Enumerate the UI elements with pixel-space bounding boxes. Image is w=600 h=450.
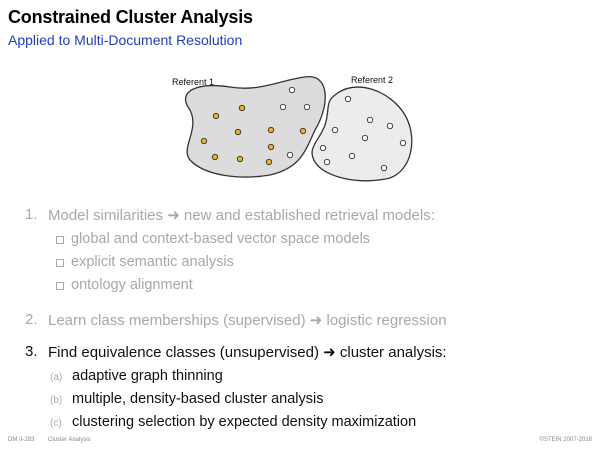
cluster-point-filled: [211, 153, 219, 161]
item-3-number: 3.: [25, 343, 38, 360]
cluster-point-empty: [286, 151, 294, 159]
cluster-point-empty: [319, 144, 327, 152]
cluster-point-empty: [399, 139, 407, 147]
referent-2-points: [319, 95, 407, 172]
cluster-point-empty: [386, 122, 394, 130]
item-3-marker-c: (c): [50, 418, 62, 429]
item-3-subitem-c: clustering selection by expected density…: [72, 414, 417, 430]
cluster-point-empty: [331, 126, 339, 134]
referent-1-label: Referent 1: [172, 77, 214, 87]
footer-copyright: ©STEIN 2007-2018: [539, 437, 592, 443]
cluster-diagram: Referent 1 Referent 2: [172, 75, 413, 182]
cluster-point-empty: [344, 95, 352, 103]
cluster-point-filled: [265, 158, 273, 166]
item-3-subitem-a: adaptive graph thinning: [72, 368, 223, 384]
slide-title: Constrained Cluster Analysis: [8, 7, 253, 27]
referent-1-points: [200, 86, 311, 166]
referent-2-blob: [311, 86, 413, 182]
item-1-number: 1.: [25, 206, 38, 223]
item-2-number: 2.: [25, 311, 38, 328]
cluster-point-empty: [303, 103, 311, 111]
cluster-point-empty: [366, 116, 374, 124]
cluster-point-empty: [288, 86, 296, 94]
cluster-point-filled: [267, 143, 275, 151]
referent-1-blob: [184, 76, 326, 178]
square-bullet-icon: [56, 282, 64, 290]
cluster-point-filled: [200, 137, 208, 145]
item-1-subitem-1: global and context-based vector space mo…: [71, 231, 371, 247]
square-bullet-icon: [56, 236, 64, 244]
cluster-point-empty: [279, 103, 287, 111]
cluster-point-empty: [361, 134, 369, 142]
item-1-subitem-2: explicit semantic analysis: [71, 254, 234, 270]
cluster-point-filled: [267, 126, 275, 134]
cluster-point-empty: [348, 152, 356, 160]
item-1-text: Model similarities ➜ new and established…: [48, 207, 435, 224]
square-bullet-icon: [56, 259, 64, 267]
cluster-point-filled: [212, 112, 220, 120]
item-3-text: Find equivalence classes (unsupervised) …: [48, 344, 447, 361]
item-3-marker-b: (b): [50, 395, 63, 406]
footer-slide-number: DM II-283: [8, 437, 35, 443]
footer-topic: Cluster Analysis: [48, 437, 91, 443]
cluster-point-empty: [323, 158, 331, 166]
item-1-subitem-3: ontology alignment: [71, 277, 193, 293]
item-3-marker-a: (a): [50, 372, 63, 383]
cluster-point-filled: [234, 128, 242, 136]
item-2-text: Learn class memberships (supervised) ➜ l…: [48, 312, 447, 329]
cluster-point-filled: [238, 104, 246, 112]
slide-subtitle: Applied to Multi-Document Resolution: [8, 32, 243, 48]
cluster-point-empty: [380, 164, 388, 172]
item-3-subitem-b: multiple, density-based cluster analysis: [72, 391, 324, 407]
cluster-point-filled: [299, 127, 307, 135]
cluster-point-filled: [236, 155, 244, 163]
referent-2-label: Referent 2: [351, 75, 393, 85]
